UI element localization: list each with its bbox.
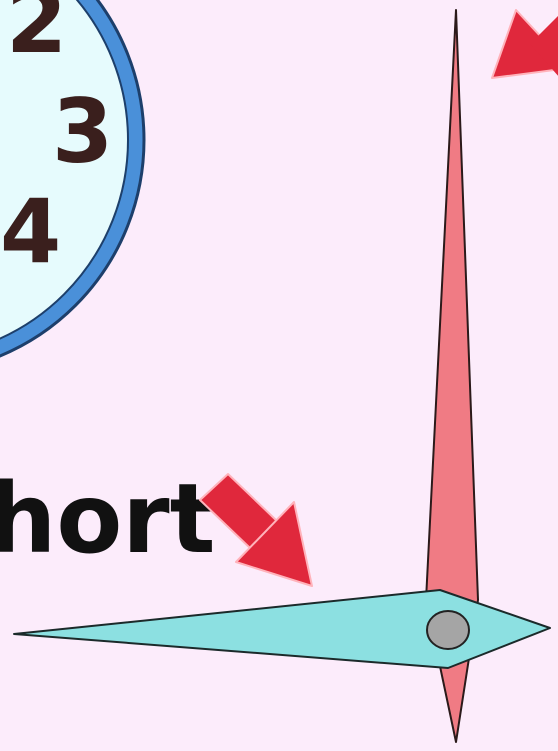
long-hand-arrow [492, 10, 558, 78]
clock-numeral-3: 3 [52, 80, 113, 183]
hand-pivot [427, 611, 469, 649]
clock-face: 2 3 4 [0, 0, 144, 374]
short-hand-label: hort [0, 463, 216, 575]
clock-numeral-2: 2 [6, 0, 67, 73]
clock-numeral-4: 4 [0, 180, 61, 283]
short-hand-arrow [200, 474, 312, 586]
